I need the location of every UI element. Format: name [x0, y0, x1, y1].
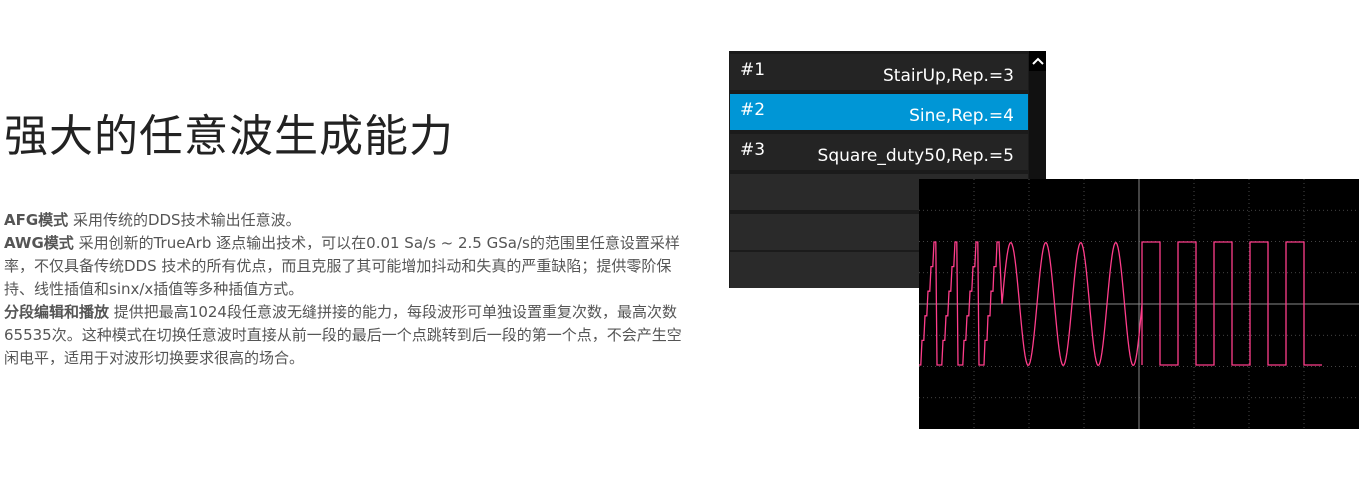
segment-item-3[interactable]: #3 Square_duty50,Rep.=5	[730, 134, 1028, 170]
segment-description: Sine,Rep.=4	[909, 106, 1014, 126]
feature-segment-text: 提供把最高1024段任意波无缝拼接的能力，每段波形可单独设置重复次数，最高次数6…	[4, 303, 682, 367]
chevron-up-icon[interactable]	[1029, 51, 1046, 71]
segment-number: #2	[740, 100, 766, 120]
segment-list-panel: #1 StairUp,Rep.=3 #2 Sine,Rep.=4 #3 Squa…	[729, 51, 1046, 288]
feature-awg-text: 采用创新的TrueArb 逐点输出技术，可以在0.01 Sa/s ~ 2.5 G…	[4, 234, 680, 298]
feature-afg-title: AFG模式	[4, 211, 69, 229]
waveform-trace	[919, 241, 1322, 367]
segment-item-1[interactable]: #1 StairUp,Rep.=3	[730, 54, 1028, 90]
segment-item-2[interactable]: #2 Sine,Rep.=4	[730, 94, 1028, 130]
feature-awg-title: AWG模式	[4, 234, 74, 252]
oscilloscope-display	[919, 179, 1359, 429]
feature-awg: AWG模式 采用创新的TrueArb 逐点输出技术，可以在0.01 Sa/s ~…	[4, 232, 694, 301]
feature-segment: 分段编辑和播放 提供把最高1024段任意波无缝拼接的能力，每段波形可单独设置重复…	[4, 301, 694, 370]
segment-description: Square_duty50,Rep.=5	[817, 146, 1014, 166]
waveform-plot	[919, 179, 1359, 429]
feature-afg-text: 采用传统的DDS技术输出任意波。	[68, 211, 301, 229]
segment-number: #3	[740, 140, 766, 160]
page-heading: 强大的任意波生成能力	[4, 111, 454, 162]
segment-number: #1	[740, 60, 766, 80]
segment-description: StairUp,Rep.=3	[883, 66, 1014, 86]
feature-afg: AFG模式 采用传统的DDS技术输出任意波。	[4, 209, 694, 232]
feature-segment-title: 分段编辑和播放	[4, 303, 110, 321]
feature-description: AFG模式 采用传统的DDS技术输出任意波。 AWG模式 采用创新的TrueAr…	[4, 209, 694, 370]
